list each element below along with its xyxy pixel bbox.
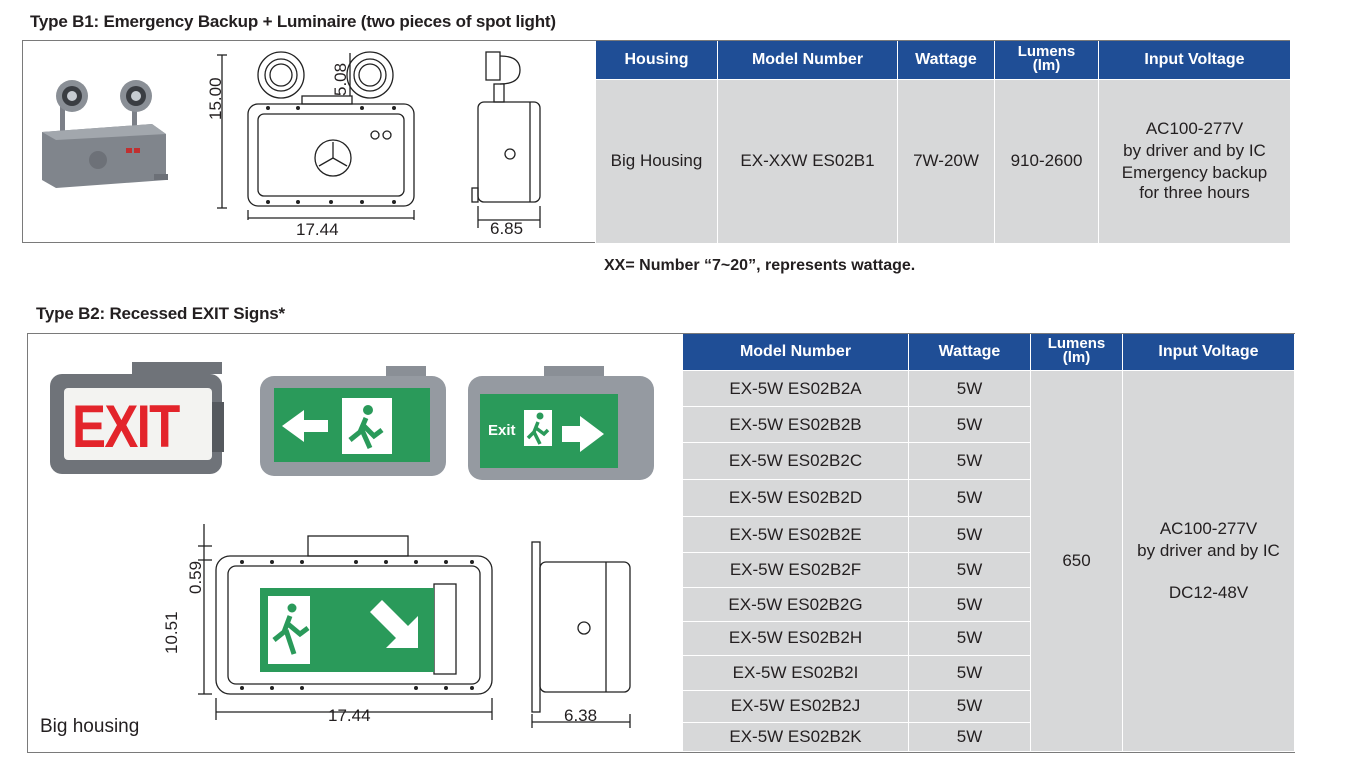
b2-cell-wattage: 5W bbox=[908, 478, 1031, 517]
b2-cell-wattage: 5W bbox=[908, 722, 1031, 752]
b2-cell-model: EX-5W ES02B2A bbox=[682, 370, 909, 408]
b2-side-drawing bbox=[531, 541, 631, 728]
b1-section-title: Type B1: Emergency Backup + Luminaire (t… bbox=[30, 12, 556, 31]
b2-cell-wattage: 5W bbox=[908, 552, 1031, 589]
b2-dim-height: 10.51 bbox=[162, 611, 181, 654]
b2-cell-model: EX-5W ES02B2F bbox=[682, 552, 909, 589]
b2-green-sign-left-arrow bbox=[260, 366, 446, 476]
b1-spec-table: Housing Model Number Wattage Lumens(lm) … bbox=[595, 41, 1291, 244]
b2-header-model: Model Number bbox=[682, 334, 909, 371]
b1-cell-housing: Big Housing bbox=[595, 78, 718, 244]
b1-dim-height: 15.00 bbox=[206, 77, 225, 120]
b2-cell-model: EX-5W ES02B2C bbox=[682, 441, 909, 480]
b2-cell-wattage: 5W bbox=[908, 587, 1031, 622]
b1-cell-voltage: AC100-277V by driver and by IC Emergency… bbox=[1098, 78, 1291, 244]
b2-cell-wattage: 5W bbox=[908, 441, 1031, 480]
exit-text: EXIT bbox=[72, 393, 180, 460]
b2-header-voltage: Input Voltage bbox=[1122, 334, 1295, 371]
b2-cell-model: EX-5W ES02B2I bbox=[682, 654, 909, 691]
b2-header-wattage: Wattage bbox=[908, 334, 1031, 371]
b2-cell-model: EX-5W ES02B2J bbox=[682, 689, 909, 724]
b2-cell-model: EX-5W ES02B2E bbox=[682, 515, 909, 554]
b2-big-housing-label: Big housing bbox=[40, 716, 140, 737]
b1-cell-wattage: 7W-20W bbox=[897, 78, 995, 244]
b2-cell-lumens: 650 bbox=[1030, 370, 1123, 752]
b1-header-wattage: Wattage bbox=[897, 41, 995, 79]
b2-cell-voltage: AC100-277V by driver and by IC DC12-48V bbox=[1122, 370, 1295, 752]
b2-cell-model: EX-5W ES02B2B bbox=[682, 406, 909, 443]
b2-dim-depth: 6.38 bbox=[564, 706, 598, 725]
b1-cell-lumens: 910-2600 bbox=[994, 78, 1099, 244]
b2-exit-sign-photo: EXIT bbox=[42, 362, 228, 482]
b2-cell-model: EX-5W ES02B2G bbox=[682, 587, 909, 622]
b1-header-lumens: Lumens(lm) bbox=[994, 41, 1099, 79]
b2-green-sign-right-arrow: Exit bbox=[464, 366, 660, 490]
b2-cell-wattage: 5W bbox=[908, 515, 1031, 554]
b2-sign-exit-small-text: Exit bbox=[488, 422, 516, 439]
b2-spec-table: Model Number Wattage Lumens(lm) Input Vo… bbox=[682, 334, 1295, 752]
b1-front-drawing bbox=[217, 51, 415, 220]
b1-dim-width: 17.44 bbox=[296, 220, 339, 239]
b2-cell-wattage: 5W bbox=[908, 406, 1031, 443]
b1-cell-model: EX-XXW ES02B1 bbox=[717, 78, 898, 244]
b2-cell-wattage: 5W bbox=[908, 370, 1031, 408]
b1-product-photo bbox=[42, 80, 168, 188]
b2-cell-wattage: 5W bbox=[908, 689, 1031, 724]
b2-dim-width: 17.44 bbox=[328, 706, 371, 725]
b2-front-drawing bbox=[198, 524, 493, 720]
b1-dim-head: 5.08 bbox=[331, 62, 350, 96]
b2-cell-model: EX-5W ES02B2H bbox=[682, 620, 909, 656]
b1-header-housing: Housing bbox=[595, 41, 718, 79]
b1-header-voltage: Input Voltage bbox=[1098, 41, 1291, 79]
b2-cell-model: EX-5W ES02B2D bbox=[682, 478, 909, 517]
b2-cell-wattage: 5W bbox=[908, 654, 1031, 691]
b1-footnote: XX= Number “7~20”, represents wattage. bbox=[604, 257, 916, 274]
b2-header-lumens: Lumens(lm) bbox=[1030, 334, 1123, 371]
b2-cell-model: EX-5W ES02B2K bbox=[682, 722, 909, 752]
b2-cell-wattage: 5W bbox=[908, 620, 1031, 656]
b1-dim-depth: 6.85 bbox=[490, 219, 524, 238]
b1-side-drawing bbox=[471, 51, 541, 228]
b2-section-title: Type B2: Recessed EXIT Signs* bbox=[36, 304, 285, 323]
b1-header-model: Model Number bbox=[717, 41, 898, 79]
b2-dim-top: 0.59 bbox=[186, 560, 205, 594]
